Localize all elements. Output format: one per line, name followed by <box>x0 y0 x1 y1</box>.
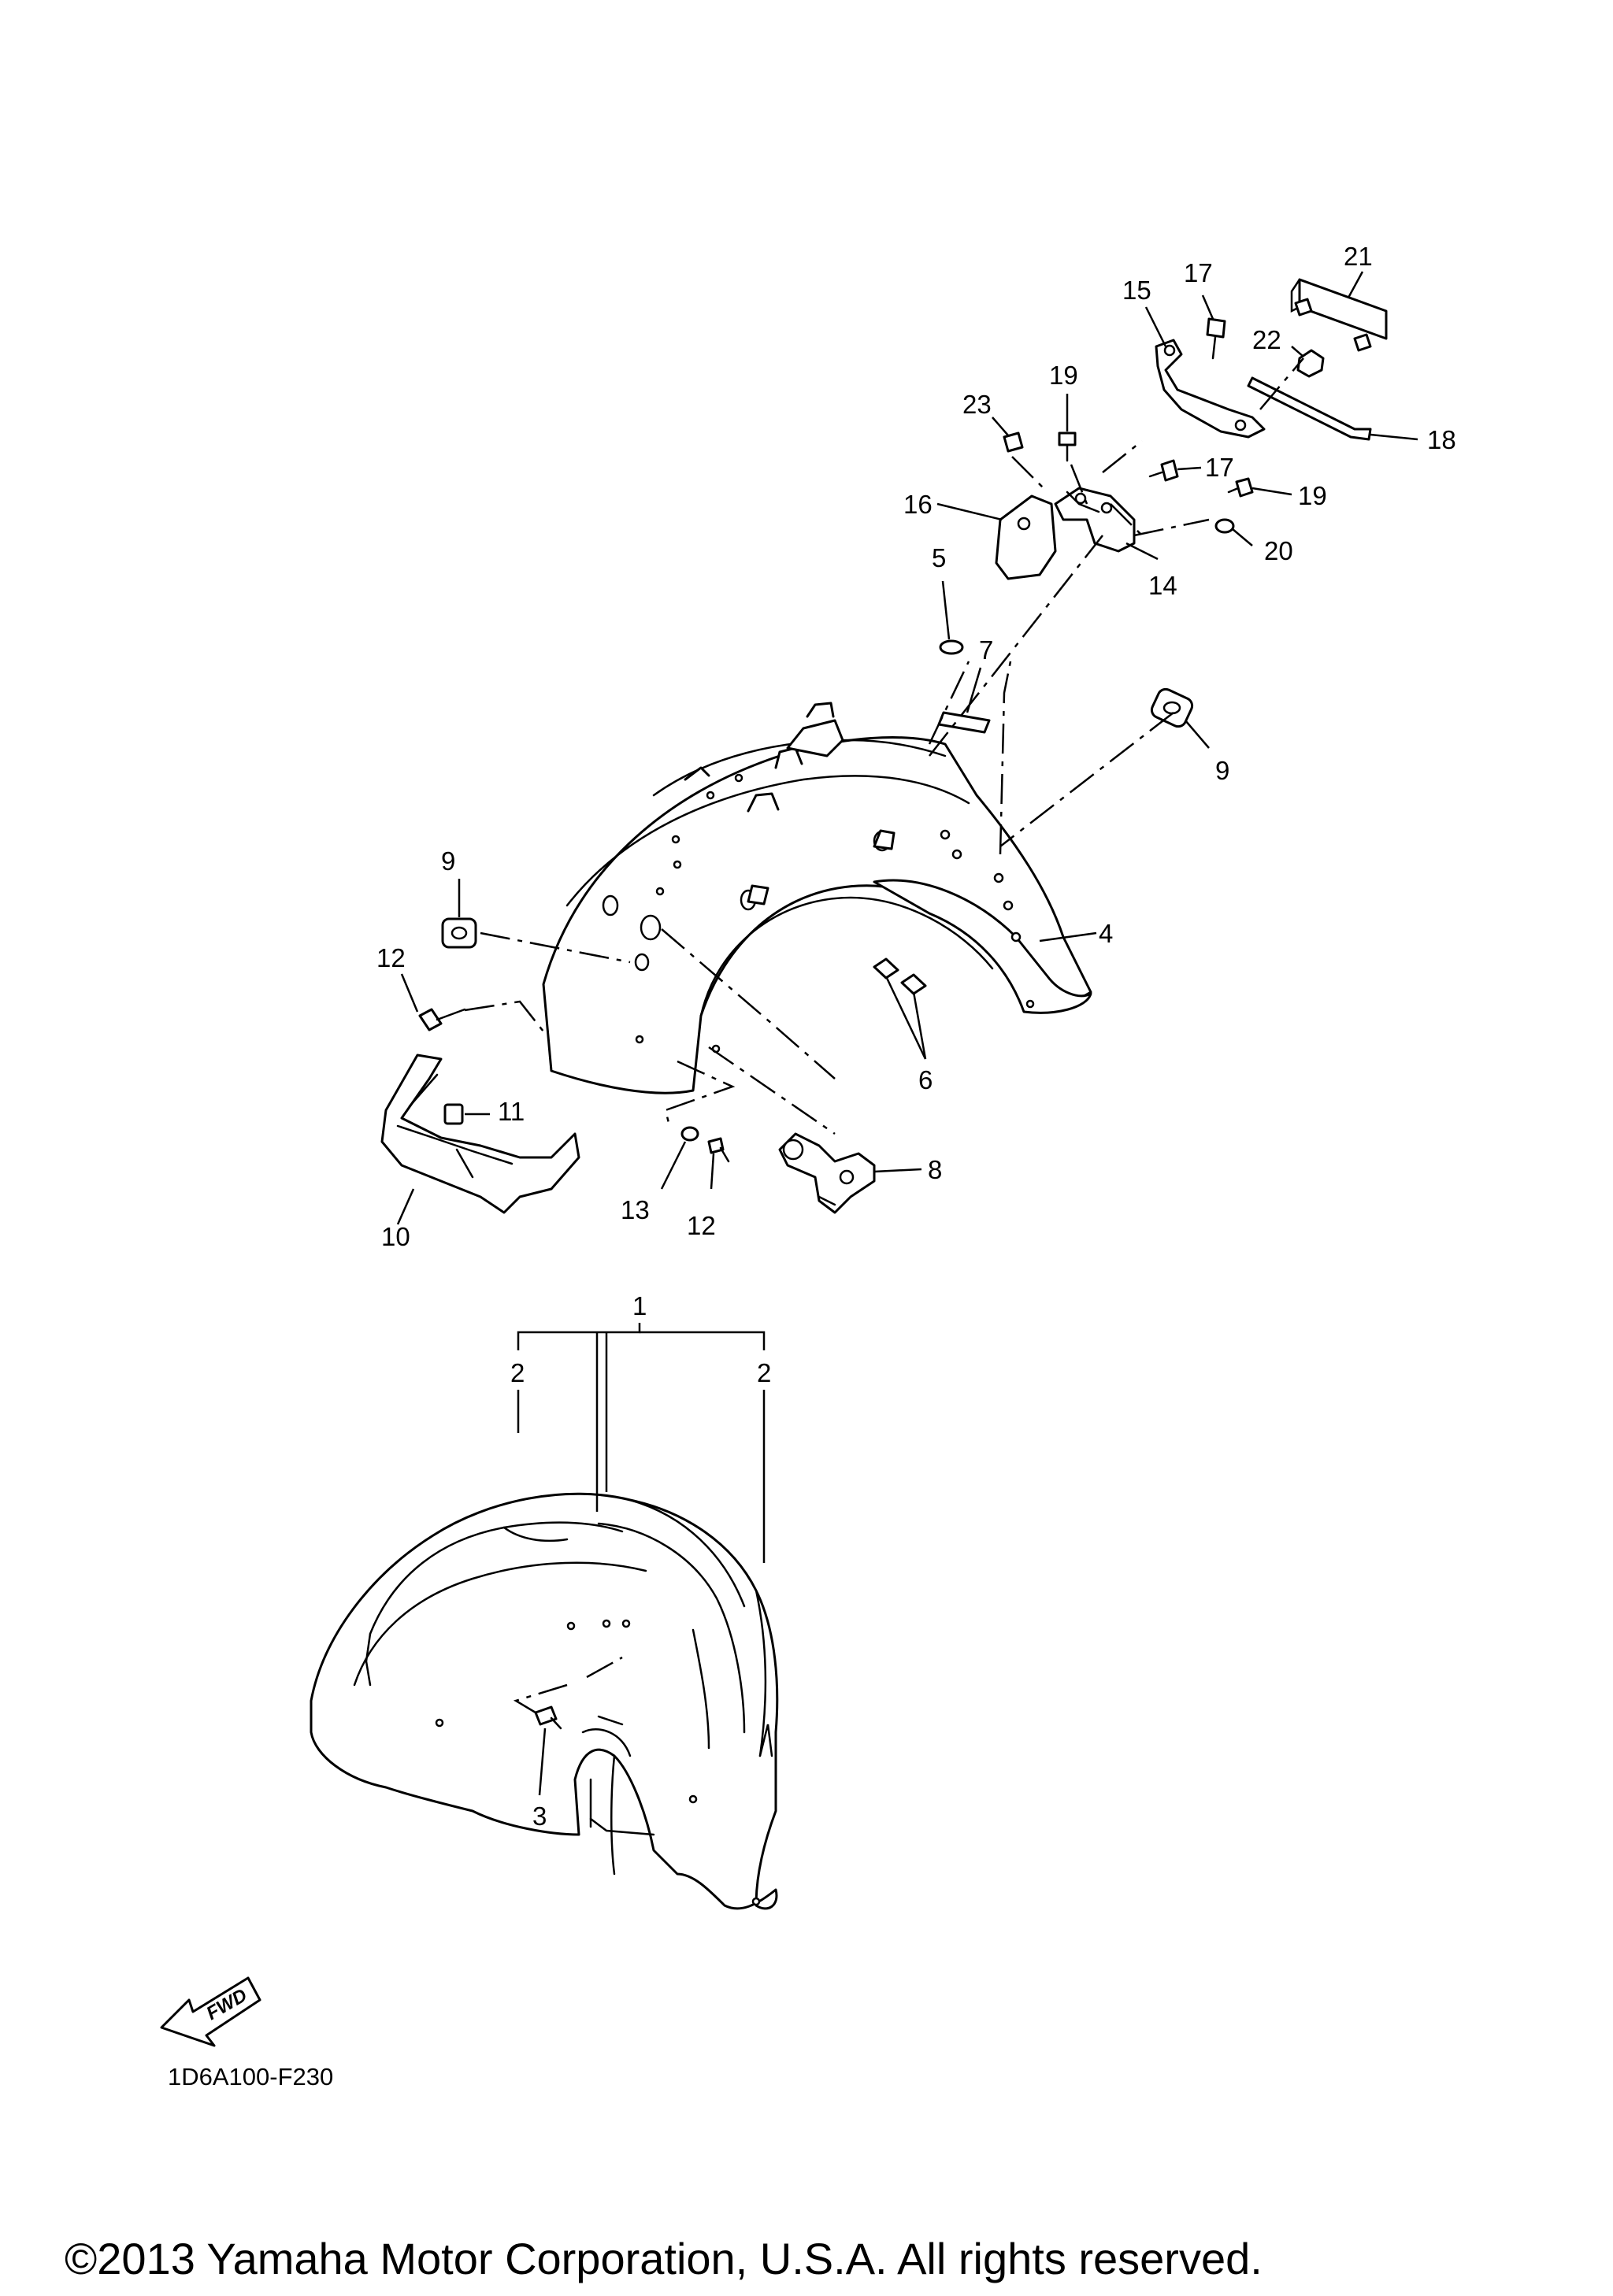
fwd-arrow-icon: FWD <box>160 1976 261 2047</box>
callout-numbers: 1 2 2 3 4 5 6 7 8 9 9 10 11 12 12 13 14 … <box>376 242 1456 1831</box>
callout-17-top: 17 <box>1184 258 1213 287</box>
pad-part-6a <box>873 957 899 980</box>
front-fender <box>310 1492 779 1910</box>
callout-4: 4 <box>1099 919 1113 948</box>
callout-22: 22 <box>1252 325 1281 354</box>
fender-cover-part-10 <box>380 1054 580 1214</box>
callout-2-left: 2 <box>510 1358 525 1387</box>
callout-16: 16 <box>903 490 933 519</box>
washer-part-20 <box>1214 518 1235 534</box>
pad-part-6b <box>900 973 927 995</box>
rear-fender <box>542 702 1092 1094</box>
grommet-part-9-left <box>441 917 477 949</box>
bolt-pair-part-21 <box>1294 298 1372 352</box>
bolt-part-17-mid <box>1148 459 1179 482</box>
callout-6: 6 <box>918 1065 933 1094</box>
callout-10: 10 <box>381 1222 410 1251</box>
diagram-code: 1D6A100-F230 <box>168 2063 333 2090</box>
callout-2-right: 2 <box>757 1358 771 1387</box>
screw-part-12-bottom <box>707 1137 730 1163</box>
callout-19-right: 19 <box>1298 481 1327 510</box>
callout-18: 18 <box>1427 425 1456 454</box>
bolt-part-19-top <box>1058 431 1077 462</box>
callout-23: 23 <box>962 390 992 419</box>
bolt-part-19-right <box>1227 477 1254 498</box>
bolt-part-23 <box>1003 431 1024 453</box>
callout-13: 13 <box>621 1195 650 1224</box>
nut-part-22 <box>1296 349 1325 378</box>
callout-17-mid: 17 <box>1205 453 1234 482</box>
assembly-lines <box>464 357 1304 1714</box>
band-part-18 <box>1247 376 1372 441</box>
callout-3: 3 <box>532 1802 547 1831</box>
copyright-notice: ©2013 Yamaha Motor Corporation, U.S.A. A… <box>65 2234 1263 2283</box>
bolt-part-17-top <box>1206 317 1226 360</box>
washer-part-13 <box>680 1126 699 1142</box>
callout-12-bottom: 12 <box>687 1211 716 1240</box>
callout-9-left: 9 <box>441 846 455 876</box>
bracket-part-14 <box>1054 487 1136 553</box>
callout-9-right: 9 <box>1215 756 1229 785</box>
callout-8: 8 <box>928 1155 942 1184</box>
bracket-part-8 <box>778 1132 876 1214</box>
screw-part-3 <box>534 1705 562 1730</box>
screw-part-12-left <box>418 1008 466 1031</box>
callout-12-left: 12 <box>376 943 406 972</box>
callout-14: 14 <box>1148 571 1177 600</box>
leader-lines <box>396 271 1418 1796</box>
plate-bracket-part-21 <box>1290 278 1388 340</box>
callout-5: 5 <box>932 543 946 572</box>
callout-20: 20 <box>1264 536 1293 565</box>
callout-7: 7 <box>979 635 993 665</box>
callout-15: 15 <box>1122 276 1151 305</box>
washer-part-5 <box>939 639 964 655</box>
stay-part-15 <box>1155 339 1266 439</box>
grommet-part-9-right <box>1150 687 1194 728</box>
plate-part-7 <box>937 711 991 734</box>
cover-part-16 <box>995 494 1057 580</box>
callout-1: 1 <box>632 1291 647 1320</box>
callout-21: 21 <box>1344 242 1373 271</box>
clip-part-11 <box>443 1103 464 1125</box>
callout-11: 11 <box>498 1097 525 1126</box>
callout-19-top: 19 <box>1049 361 1078 390</box>
